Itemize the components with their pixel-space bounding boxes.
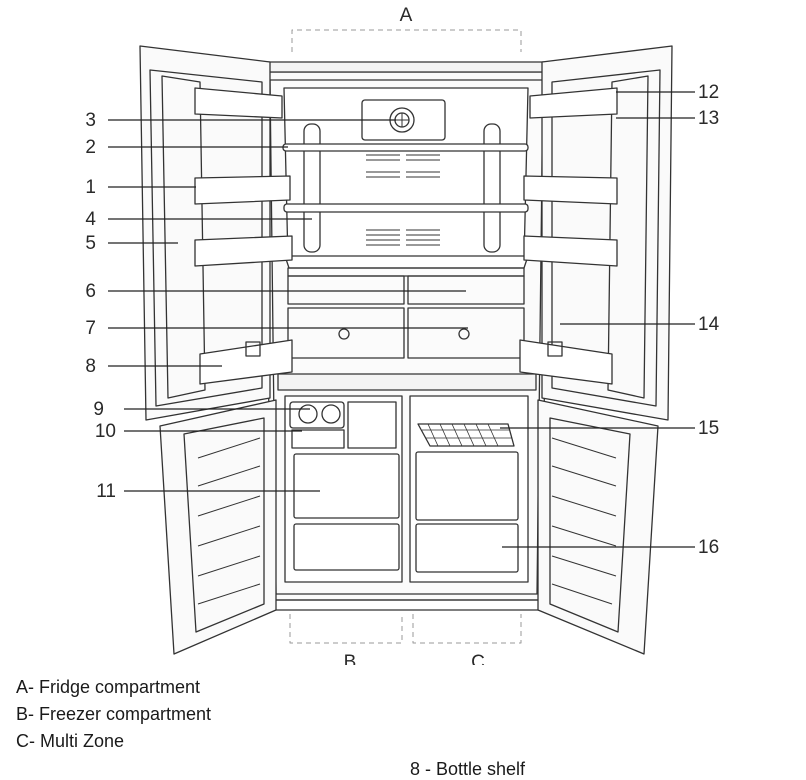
crisper-right [407, 307, 525, 359]
callout-9: 9 [93, 399, 104, 420]
rear-air-vents [366, 154, 440, 246]
callout-12: 12 [698, 82, 719, 103]
zone-label-c: C [471, 652, 485, 665]
freezer-compartment [284, 395, 403, 583]
right-light-strip [483, 123, 501, 253]
door-bin-left-3 [194, 235, 293, 267]
ice-tray [289, 401, 345, 429]
door-bin-right-1 [529, 87, 618, 119]
multi-zone-compartment [409, 395, 529, 583]
callout-8: 8 [85, 356, 96, 377]
multi-zone-drawer-upper [415, 451, 519, 521]
legend-item-multi-zone: C- Multi Zone [16, 731, 125, 751]
door-bin-left-2 [194, 175, 291, 205]
bottle-clip-right [547, 341, 563, 357]
fridge-shelf-upper [282, 143, 529, 152]
multi-zone-drawer-lower [415, 523, 519, 573]
callout-11: 11 [96, 481, 116, 502]
zone-b-bracket [289, 614, 403, 644]
callout-1: 1 [85, 177, 96, 198]
leader-lines [108, 91, 695, 548]
callout-3: 3 [85, 110, 96, 131]
callout-10: 10 [95, 421, 116, 442]
door-bin-right-3 [523, 235, 618, 267]
callout-15: 15 [698, 418, 719, 439]
zone-label-a: A [400, 5, 413, 26]
callout-14: 14 [698, 314, 720, 335]
zone-legend: A- Fridge compartment B- Freezer compart… [16, 674, 211, 755]
right-fridge-door [519, 45, 673, 421]
freezer-drawer-lower [293, 523, 400, 571]
callout-16: 16 [698, 537, 719, 558]
right-freezer-door [537, 399, 659, 655]
callout-2: 2 [85, 137, 96, 158]
zone-label-b: B [344, 652, 357, 665]
refrigerator-diagram: 3 2 1 4 5 6 7 8 9 10 11 12 13 14 15 16 A… [85, 5, 720, 665]
fridge-compartment [282, 87, 529, 359]
ice-bin [347, 401, 397, 449]
freezer-drawer-upper [293, 453, 400, 519]
door-bin-left-1 [194, 87, 283, 119]
callout-4: 4 [85, 209, 96, 230]
bottle-shelf-left [199, 339, 293, 385]
crisper-left [287, 307, 405, 359]
left-fridge-door [139, 45, 293, 421]
door-gasket-right [607, 75, 649, 399]
wire-basket [417, 423, 515, 447]
bottle-clip-left [245, 341, 261, 357]
callout-5: 5 [85, 233, 96, 254]
ice-box [291, 429, 345, 449]
callout-7: 7 [85, 318, 96, 339]
cutoff-caption: 8 - Bottle shelf [410, 759, 526, 779]
callout-6: 6 [85, 281, 96, 302]
zone-a-bracket [291, 29, 522, 52]
left-light-strip [303, 123, 321, 253]
zone-c-bracket [412, 614, 522, 644]
bottle-shelf-right [519, 339, 613, 385]
legend-item-fridge: A- Fridge compartment [16, 677, 201, 697]
door-bin-right-2 [523, 175, 618, 205]
legend-item-freezer: B- Freezer compartment [16, 704, 212, 724]
fridge-shelf-lower [283, 203, 529, 213]
left-freezer-door [159, 399, 277, 655]
callout-13: 13 [698, 108, 719, 129]
